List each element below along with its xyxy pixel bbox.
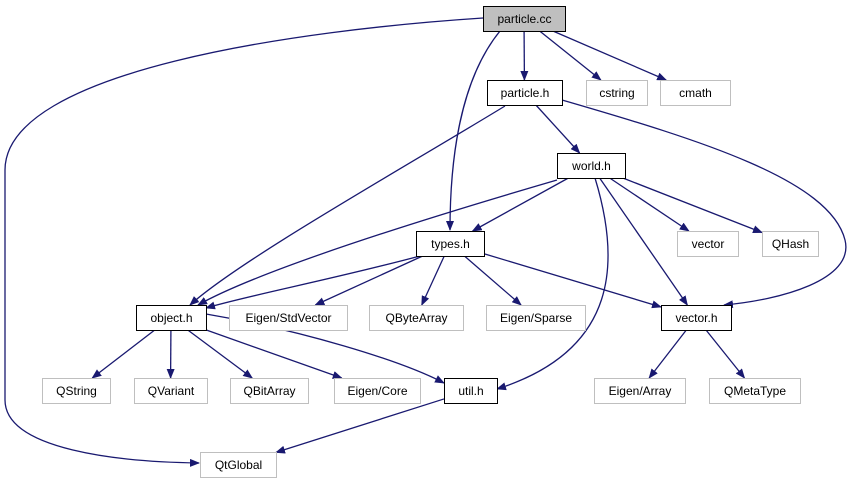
edge-types-h-to-qbytearray (421, 255, 445, 306)
edge-world-h-to-object-h (197, 179, 558, 306)
edge-particle-h-to-world-h (535, 104, 581, 154)
node-label: vector.h (675, 311, 717, 325)
node-box (42, 378, 111, 404)
edge-vector-h-to-eigen-array (648, 329, 687, 379)
edge-particle-h-to-vector-h (561, 99, 847, 309)
node-label: vector (692, 237, 725, 251)
edge-particle-cc-to-qtglobal (4, 17, 484, 467)
node-label: Eigen/Array (609, 384, 672, 398)
edge-world-h-to-types-h (471, 177, 569, 232)
node-box (134, 378, 208, 404)
node-label: particle.h (501, 86, 550, 100)
node-box (557, 153, 626, 179)
node-vector-h[interactable]: vector.h (661, 305, 732, 331)
node-box (230, 378, 309, 404)
node-label: QByteArray (385, 311, 447, 325)
node-label: cmath (679, 86, 712, 100)
edge-types-h-to-vector-h (483, 253, 662, 309)
node-eigen-core: Eigen/Core (334, 378, 421, 404)
node-box (416, 231, 485, 257)
node-eigen-stdvector: Eigen/StdVector (229, 305, 348, 331)
node-box (586, 80, 648, 106)
edge-world-h-to-qhash (622, 177, 763, 234)
edge-util-h-to-qtglobal (275, 398, 445, 454)
node-util-h[interactable]: util.h (444, 378, 498, 404)
node-qhash: QHash (762, 231, 819, 257)
node-label: util.h (458, 384, 483, 398)
node-label: QBitArray (243, 384, 295, 398)
node-box (369, 305, 464, 331)
edge-object-h-to-eigen-core (205, 329, 343, 379)
node-qtglobal: QtGlobal (200, 452, 277, 478)
edge-particle-cc-to-cstring (539, 30, 602, 81)
node-cmath: cmath (660, 80, 731, 106)
edge-object-h-to-qbitarray (187, 329, 254, 379)
node-box (487, 80, 563, 106)
node-box (486, 305, 586, 331)
node-world-h[interactable]: world.h (557, 153, 626, 179)
node-label: world.h (571, 159, 611, 173)
edge-types-h-to-eigen-stdvector (314, 255, 423, 306)
node-label: QString (56, 384, 97, 398)
node-qbitarray: QBitArray (230, 378, 309, 404)
node-object-h[interactable]: object.h (136, 305, 207, 331)
node-label: QHash (772, 237, 809, 251)
node-box (709, 378, 801, 404)
node-cstring: cstring (586, 80, 648, 106)
node-label: object.h (150, 311, 192, 325)
node-box (334, 378, 421, 404)
node-label: QtGlobal (215, 458, 262, 472)
node-box (483, 6, 566, 32)
node-label: QMetaType (724, 384, 786, 398)
node-qstring: QString (42, 378, 111, 404)
node-particle-cc[interactable]: particle.cc (483, 6, 566, 32)
node-label: Eigen/Sparse (500, 311, 572, 325)
node-vector: vector (677, 231, 739, 257)
edge-types-h-to-object-h (205, 255, 421, 310)
edge-vector-h-to-qmetatype (705, 329, 746, 379)
node-types-h[interactable]: types.h (416, 231, 485, 257)
node-label: Eigen/StdVector (245, 311, 331, 325)
node-box (661, 305, 732, 331)
node-box (136, 305, 207, 331)
edge-world-h-to-vector (609, 177, 690, 232)
node-label: particle.cc (497, 12, 551, 26)
edge-types-h-to-eigen-sparse (464, 255, 522, 306)
node-label: QVariant (148, 384, 195, 398)
node-box (200, 452, 277, 478)
edge-world-h-to-util-h (496, 177, 609, 391)
node-particle-h[interactable]: particle.h (487, 80, 563, 106)
edge-world-h-to-vector-h (599, 177, 688, 306)
node-label: cstring (599, 86, 634, 100)
node-eigen-sparse: Eigen/Sparse (486, 305, 586, 331)
node-box (762, 231, 819, 257)
node-box (444, 378, 498, 404)
node-box (660, 80, 731, 106)
node-qbytearray: QByteArray (369, 305, 464, 331)
node-label: Eigen/Core (347, 384, 407, 398)
node-eigen-array: Eigen/Array (594, 378, 686, 404)
node-box (677, 231, 739, 257)
edge-particle-cc-to-types-h (446, 30, 501, 231)
edge-particle-cc-to-cmath (552, 30, 668, 81)
node-label: types.h (431, 237, 470, 251)
node-box (594, 378, 686, 404)
node-qmetatype: QMetaType (709, 378, 801, 404)
edge-object-h-to-qstring (91, 329, 156, 379)
node-box (229, 305, 348, 331)
edge-particle-h-to-object-h (189, 105, 506, 306)
node-qvariant: QVariant (134, 378, 208, 404)
